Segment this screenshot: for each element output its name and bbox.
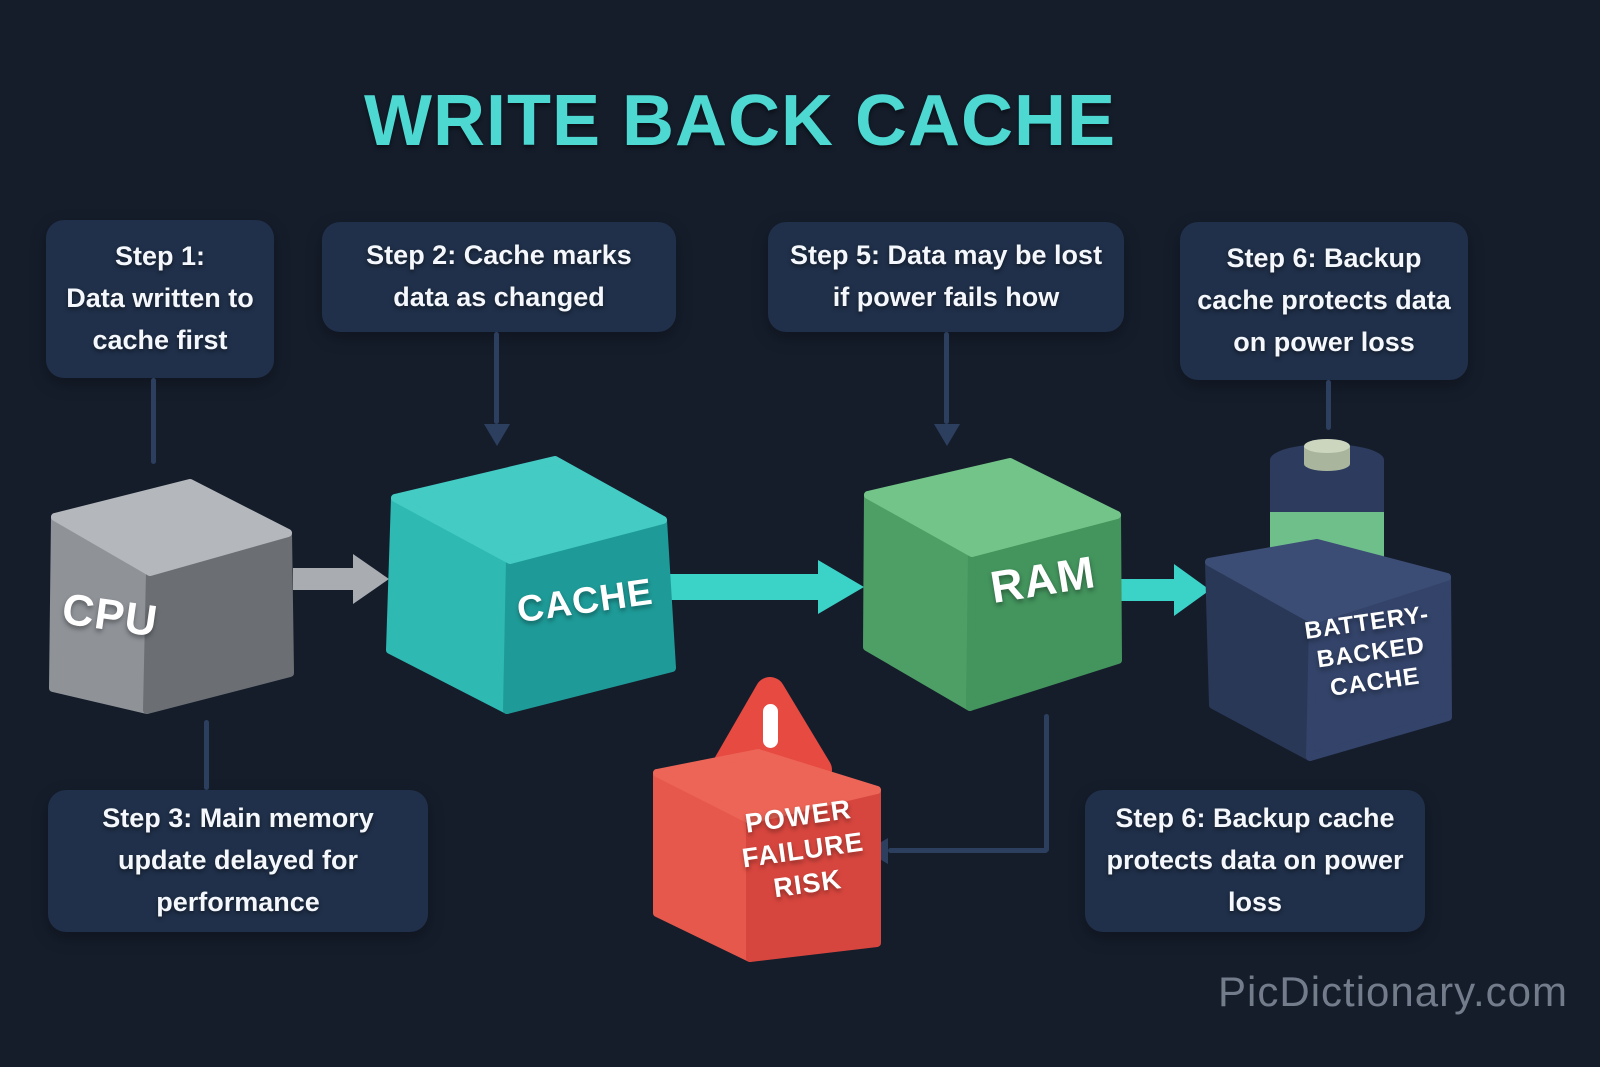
step5-callout: Step 5: Data may be lost if power fails …	[768, 222, 1124, 332]
step3-label: Step 3:	[102, 803, 193, 834]
connector-ram-to-power	[888, 848, 1048, 853]
step2-callout: Step 2: Cache marks data as changed	[322, 222, 676, 332]
page-title: WRITE BACK CACHE	[364, 81, 1116, 161]
arrowhead-down-ram	[934, 424, 960, 446]
connector-step2-to-cache	[494, 332, 499, 424]
ram-cube-icon	[863, 458, 1122, 711]
step6-bottom-label: Step 6:	[1115, 803, 1206, 834]
connector-cpu-to-step3	[204, 720, 209, 790]
power-failure-cube-icon	[653, 677, 881, 962]
arrow-ram-to-battery-cache-icon	[1118, 564, 1210, 616]
power-failure-label: POWER FAILURE RISK	[740, 794, 866, 903]
step5-text: Data may be lost if power fails how	[832, 240, 1103, 312]
step1-text: Data written to cache first	[66, 283, 254, 355]
step6-top-callout: Step 6: Backup cache protects data on po…	[1180, 222, 1468, 380]
step3-text: Main memory update delayed for performan…	[117, 803, 374, 917]
step5-label: Step 5:	[789, 240, 880, 271]
cache-cube-icon	[386, 456, 676, 714]
cpu-cube-icon	[49, 479, 294, 714]
step6-top-text: Backup cache protects data on power loss	[1197, 243, 1451, 357]
watermark: PicDictionary.com	[1218, 968, 1568, 1015]
step1-label: Step 1:	[114, 241, 206, 272]
connector-step1-to-cpu	[151, 378, 156, 464]
step6-top-label: Step 6:	[1226, 243, 1317, 274]
step3-callout: Step 3: Main memory update delayed for p…	[48, 790, 428, 932]
connector-step6-to-battery	[1326, 380, 1331, 430]
battery-backed-cache-cube-icon	[1205, 539, 1452, 761]
step6-bottom-text: Backup cache protects data on power loss	[1106, 803, 1404, 917]
connector-ram-down	[1044, 714, 1049, 852]
step1-callout: Step 1: Data written to cache first	[46, 220, 274, 378]
step2-text: Cache marks data as changed	[393, 240, 632, 312]
step2-label: Step 2:	[366, 240, 457, 271]
arrow-cpu-to-cache-icon	[293, 554, 389, 604]
connector-step5-to-ram	[944, 332, 949, 424]
step6-bottom-callout: Step 6: Backup cache protects data on po…	[1085, 790, 1425, 932]
arrowhead-down-cache	[484, 424, 510, 446]
arrow-cache-to-ram-icon	[668, 560, 864, 614]
